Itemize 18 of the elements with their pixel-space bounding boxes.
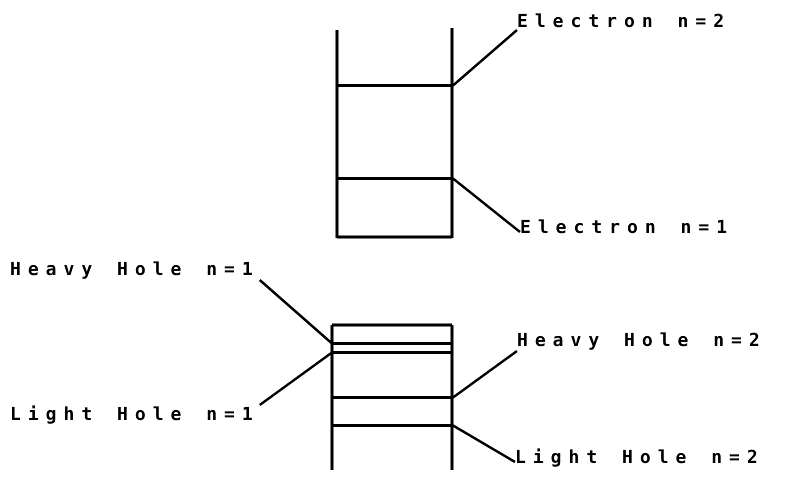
leader-line: [452, 424, 516, 464]
level-label: Heavy Hole n=2: [517, 331, 767, 351]
level-label: Light Hole n=2: [515, 448, 765, 468]
level-label: Light Hole n=1: [10, 405, 260, 425]
level-label: Electron n=2: [517, 12, 732, 32]
leader-line: [452, 29, 518, 86]
level-label: Heavy Hole n=1: [10, 260, 260, 280]
leader-line: [258, 279, 333, 344]
energy-level-line: [337, 177, 453, 180]
energy-level-line: [332, 396, 453, 399]
level-label: Electron n=1: [520, 218, 734, 238]
energy-level-line: [337, 84, 453, 87]
energy-level-line: [332, 424, 453, 427]
leader-line: [452, 350, 518, 399]
energy-level-line: [332, 342, 453, 345]
leader-line: [258, 351, 333, 406]
leader-line: [452, 178, 521, 233]
energy-level-line: [332, 351, 453, 354]
